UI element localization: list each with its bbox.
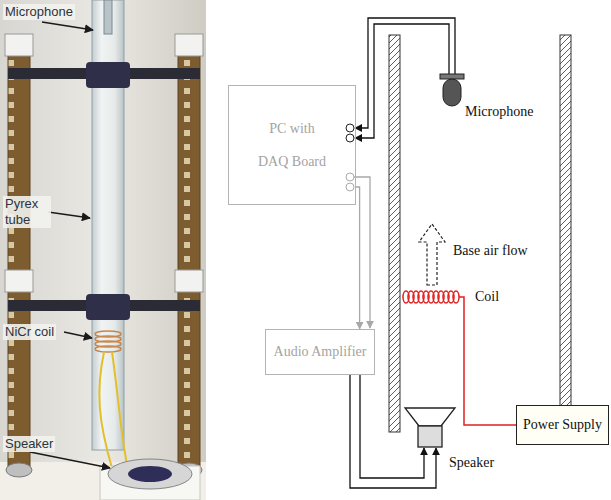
pc-input-jack — [346, 124, 354, 132]
flow-label: Base air flow — [452, 243, 529, 259]
apparatus-photo — [0, 0, 206, 500]
speaker-wire — [360, 375, 424, 478]
coil-turn — [95, 346, 121, 352]
tube-clamp — [86, 294, 130, 320]
part-label: Microphone — [464, 104, 534, 120]
photo-part-label: Pyrex tube — [3, 196, 51, 228]
box-text: Power Supply — [523, 417, 602, 433]
pc-output-jack — [346, 183, 354, 191]
amplifier-input-wire — [354, 177, 370, 328]
microphone-wire — [355, 24, 449, 138]
tube-clamp — [86, 62, 130, 88]
part-label: Coil — [474, 289, 500, 305]
speaker-magnet — [418, 426, 442, 447]
box-text: Audio Amplifier — [274, 344, 367, 360]
microphone-mount — [440, 74, 464, 79]
photo-background — [0, 0, 206, 500]
microphone-symbol — [443, 79, 461, 106]
signal-wire — [356, 187, 360, 329]
power-supply-box: Power Supply — [516, 405, 609, 445]
coil-loop — [453, 291, 459, 303]
post-cap — [175, 34, 203, 56]
photo-part-label: Speaker — [3, 436, 55, 452]
coil-lead — [459, 297, 518, 425]
photo-part-label: NiCr coil — [3, 324, 56, 340]
microphone-wire — [355, 18, 455, 128]
leader-arrow — [42, 22, 93, 30]
left-post — [8, 42, 30, 467]
post-clamp — [175, 270, 203, 292]
coil-symbol — [403, 291, 459, 303]
nicr-coil-photo — [95, 331, 121, 352]
photo-part-label: Microphone — [3, 4, 75, 20]
pc-box: PC with DAQ Board — [228, 85, 356, 205]
pc-output-jack — [346, 173, 354, 181]
box-text: PC with DAQ Board — [256, 112, 328, 178]
pc-input-jack — [346, 134, 354, 142]
speaker-cone — [405, 408, 455, 426]
coil-wire — [112, 352, 128, 470]
leader-arrow — [30, 452, 110, 468]
post-foot — [6, 463, 32, 477]
amplifier-box: Audio Amplifier — [265, 329, 375, 375]
tube-wall — [389, 35, 400, 432]
coil-wire — [99, 352, 112, 468]
flow-arrow — [419, 224, 445, 285]
microphone-photo — [104, 0, 112, 34]
tube-wall — [560, 35, 571, 432]
leader-arrow — [48, 212, 90, 218]
speaker-cone-photo — [128, 466, 172, 482]
part-label: Speaker — [448, 455, 495, 471]
post-clamp — [5, 270, 33, 292]
speaker-photo — [108, 459, 192, 489]
leader-arrow — [64, 332, 92, 338]
post-cap — [5, 34, 33, 56]
right-post — [178, 42, 200, 467]
